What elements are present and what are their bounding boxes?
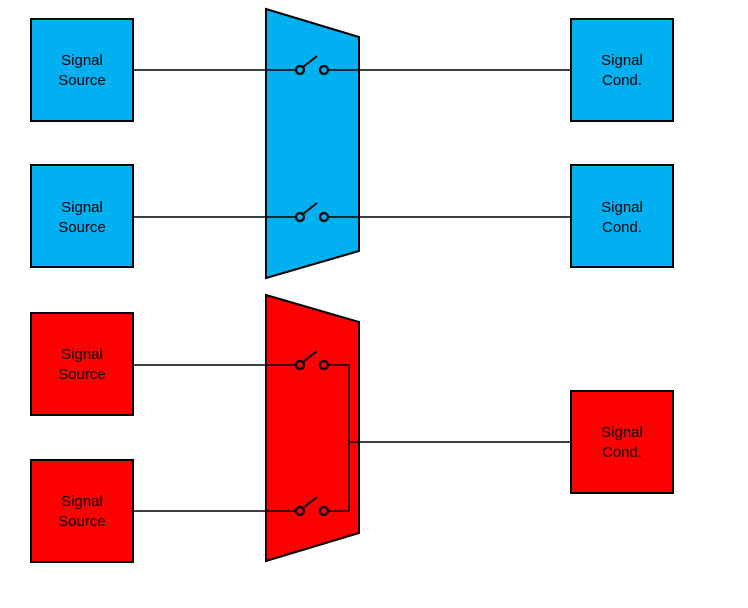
signal-cond-rect [570,390,674,494]
switch-contact-circle [294,505,306,517]
signal-source-label-line1: Signal [61,52,103,69]
signal-source-rect [30,18,134,122]
signal-source-rect [30,312,134,416]
signal-source-label-line2: Source [58,219,106,236]
open-switch-icon [294,496,330,517]
signal-cond-box-red-1: Signal Cond. [570,390,674,494]
switch-contact-circle [318,64,330,76]
open-switch-icon [294,202,330,223]
signal-cond-label-line2: Cond. [602,219,642,236]
signal-source-rect [30,164,134,268]
signal-cond-label-line2: Cond. [602,72,642,89]
signal-source-label-line2: Source [58,513,106,530]
signal-source-rect [30,459,134,563]
switch-lever [302,55,318,68]
signal-source-box-red-1: Signal Source [30,312,134,416]
signal-source-label-line1: Signal [61,199,103,216]
switch-contact-circle [318,359,330,371]
signal-source-label-line2: Source [58,72,106,89]
signal-cond-box-blue-2: Signal Cond. [570,164,674,268]
open-switch-icon [294,55,330,76]
signal-cond-rect [570,164,674,268]
signal-cond-label-line1: Signal [601,424,643,441]
switch-contact-circle [294,64,306,76]
switch-contact-circle [294,359,306,371]
switch-contact-circle [318,505,330,517]
switch-lever [302,202,318,215]
signal-cond-box-blue-1: Signal Cond. [570,18,674,122]
signal-cond-label-line2: Cond. [602,444,642,461]
signal-source-label-line1: Signal [61,346,103,363]
switch-contact-circle [294,211,306,223]
signal-cond-label-line1: Signal [601,199,643,216]
open-switch-icon [294,350,330,371]
signal-source-box-blue-1: Signal Source [30,18,134,122]
signal-source-label-line2: Source [58,366,106,383]
mux-trapezoid-red [265,293,360,563]
signal-source-label-line1: Signal [61,493,103,510]
switch-contact-circle [318,211,330,223]
switch-lever [302,496,318,509]
signal-source-box-blue-2: Signal Source [30,164,134,268]
blue-mux-system: Signal Source Signal Source Signal Cond.… [30,7,674,280]
switch-lever [302,350,318,363]
signal-cond-rect [570,18,674,122]
mux-trapezoid-blue [265,7,360,280]
signal-cond-label-line1: Signal [601,52,643,69]
red-mux-system: Signal Source Signal Source Signal Cond. [30,293,674,563]
signal-source-box-red-2: Signal Source [30,459,134,563]
